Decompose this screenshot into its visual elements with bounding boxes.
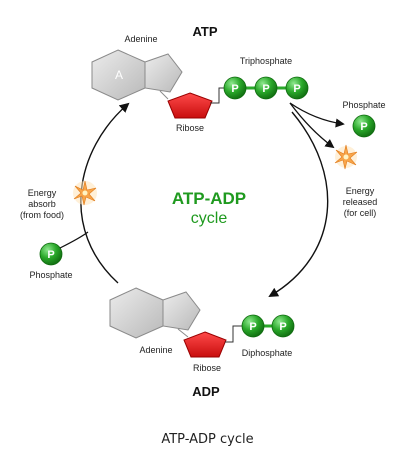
atp-adenine-pentagon bbox=[144, 53, 183, 93]
adp-adenine-pentagon bbox=[162, 291, 201, 331]
energy-released-line2: released bbox=[343, 197, 378, 207]
adp-phosphate-2-letter: P bbox=[279, 321, 286, 333]
energy-released-line3: (for cell) bbox=[344, 208, 377, 218]
atp-adenine-letter: A bbox=[115, 68, 123, 82]
released-phosphate-label: Phosphate bbox=[342, 100, 385, 110]
atp-phosphate-3-letter: P bbox=[293, 83, 300, 95]
absorb-connector bbox=[59, 231, 89, 249]
atp-triphosphate-label: Triphosphate bbox=[240, 56, 292, 66]
energy-released-line1: Energy bbox=[346, 186, 375, 196]
atp-phosphate-1: P bbox=[223, 76, 247, 100]
release-branch: Phosphate P Energy released (for cell) bbox=[289, 100, 386, 218]
atp-phosphate-1-letter: P bbox=[231, 83, 238, 95]
atp-title: ATP bbox=[192, 24, 217, 39]
energy-absorb-burst-icon bbox=[73, 180, 97, 206]
absorb-branch: Energy absorb (from food) P Phosphate bbox=[20, 180, 97, 280]
adp-molecule: Adenine Ribose P P Diphosphate ADP bbox=[109, 287, 295, 399]
atp-phosphate-3: P bbox=[285, 76, 309, 100]
energy-burst-icon bbox=[334, 144, 358, 170]
released-phosphate: P bbox=[352, 114, 376, 138]
energy-absorb-line3: (from food) bbox=[20, 210, 64, 220]
cycle-arrow-right bbox=[268, 111, 329, 297]
release-arrow-to-phosphate bbox=[289, 102, 345, 128]
adp-phosphate-2: P bbox=[271, 314, 295, 338]
absorbed-phosphate: P bbox=[39, 242, 63, 266]
atp-phosphate-2-letter: P bbox=[262, 83, 269, 95]
atp-adenine-label: Adenine bbox=[124, 34, 157, 44]
adp-adenine-hexagon bbox=[109, 287, 164, 339]
energy-absorb-line2: absorb bbox=[28, 199, 56, 209]
cycle-title-line1: ATP-ADP bbox=[172, 189, 246, 208]
release-arrow-to-energy bbox=[289, 102, 335, 149]
atp-ribose-label: Ribose bbox=[176, 123, 204, 133]
atp-phosphate-2: P bbox=[254, 76, 278, 100]
adp-title: ADP bbox=[192, 384, 220, 399]
absorbed-phosphate-label: Phosphate bbox=[29, 270, 72, 280]
cycle-title-line2: cycle bbox=[191, 210, 228, 227]
adp-diphosphate-label: Diphosphate bbox=[242, 348, 293, 358]
absorbed-phosphate-letter: P bbox=[47, 249, 54, 261]
adp-phosphate-1-letter: P bbox=[249, 321, 256, 333]
adp-ribose-label: Ribose bbox=[193, 363, 221, 373]
adp-phosphate-1: P bbox=[241, 314, 265, 338]
figure-caption: ATP-ADP cycle bbox=[161, 432, 254, 447]
energy-absorb-line1: Energy bbox=[28, 188, 57, 198]
released-phosphate-letter: P bbox=[360, 121, 367, 133]
atp-molecule: ATP Adenine A Ribose Triphosphate P P P bbox=[91, 24, 309, 133]
adp-ribose bbox=[183, 331, 227, 358]
atp-ribose bbox=[167, 92, 213, 119]
adp-adenine-label: Adenine bbox=[139, 345, 172, 355]
